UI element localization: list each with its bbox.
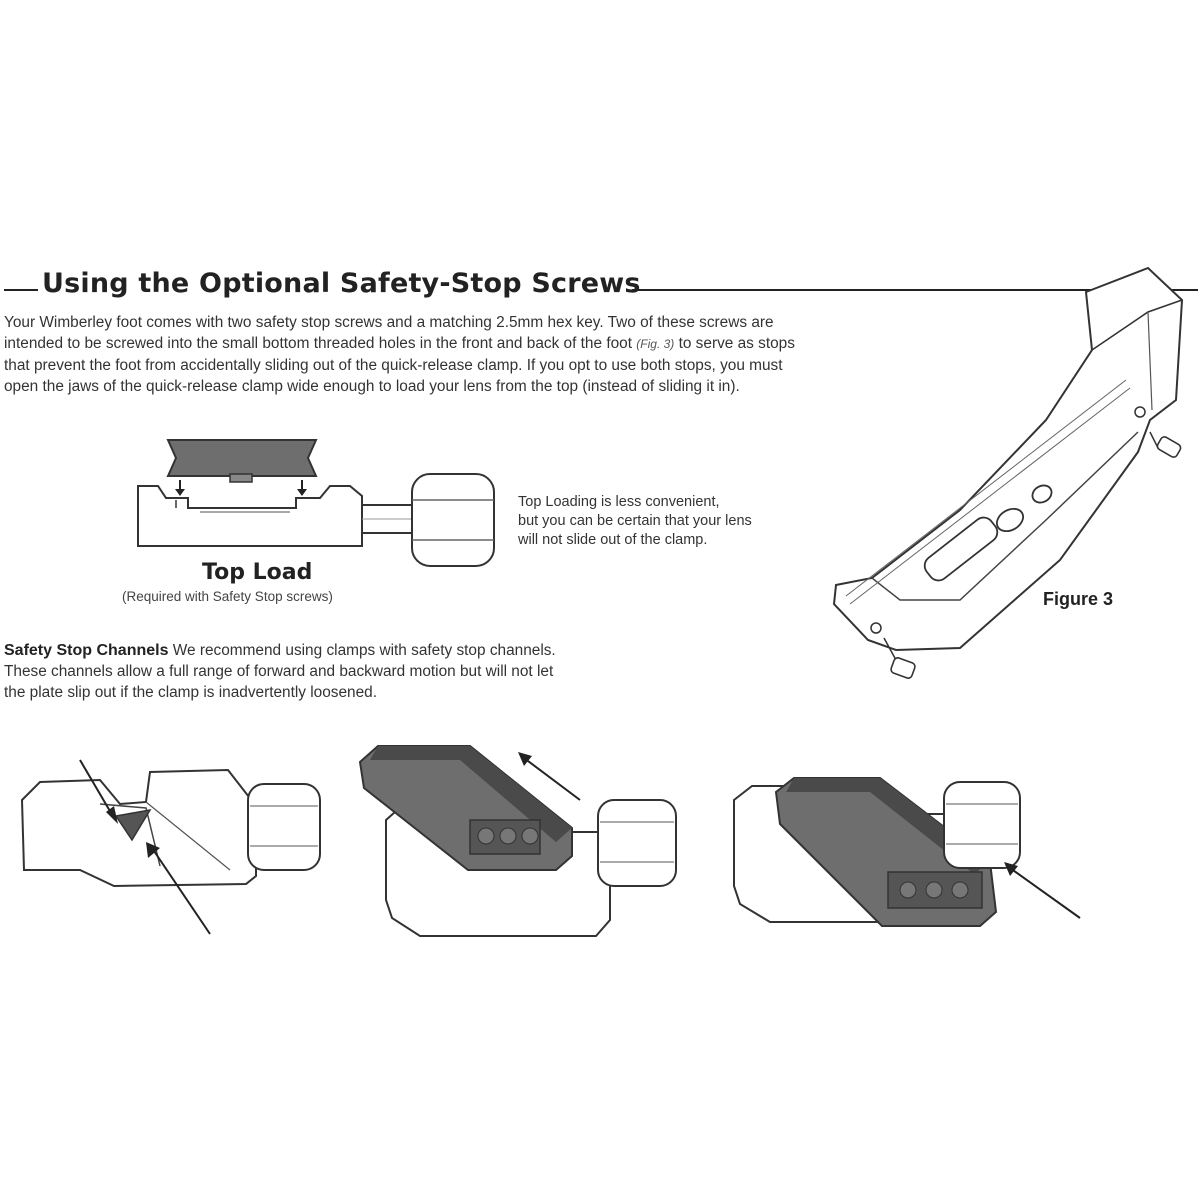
channels-line-3: the plate slip out if the clamp is inadv… <box>4 684 378 701</box>
note-line-2: but you can be certain that your lens <box>518 513 752 529</box>
channels-paragraph: Safety Stop Channels We recommend using … <box>4 640 556 703</box>
clamp-knob <box>411 473 495 567</box>
header-rule-right <box>632 289 1198 291</box>
figure-3-label: Figure 3 <box>1043 589 1114 609</box>
clamp-body <box>137 485 363 547</box>
seated-plate-clamp-drawing <box>733 777 1081 927</box>
channels-line-1-text: We recommend using clamps with safety st… <box>168 642 556 659</box>
intro-line-1: Your Wimberley foot comes with two safet… <box>4 314 774 331</box>
sliding-plate-clamp-drawing <box>358 745 677 937</box>
header-rule-left <box>4 289 38 291</box>
intro-line-4: open the jaws of the quick-release clamp… <box>4 378 740 395</box>
top-load-note: Top Loading is less convenient, but you … <box>518 493 752 550</box>
section-title: Using the Optional Safety-Stop Screws <box>42 268 641 299</box>
fig3-reference: (Fig. 3) <box>636 337 675 351</box>
channels-lead: Safety Stop Channels <box>4 642 169 659</box>
top-load-subcaption: (Required with Safety Stop screws) <box>122 589 333 604</box>
intro-line-2a: intended to be screwed into the small bo… <box>4 335 637 352</box>
intro-line-3: that prevent the foot from accidentally … <box>4 357 783 374</box>
lens-foot-shape <box>166 439 318 477</box>
intro-line-2b: to serve as stops <box>674 335 795 352</box>
intro-paragraph: Your Wimberley foot comes with two safet… <box>4 312 795 397</box>
empty-clamp-drawing <box>20 759 321 935</box>
foot-outline <box>832 266 1184 652</box>
note-line-3: will not slide out of the clamp. <box>518 532 708 548</box>
note-line-1: Top Loading is less convenient, <box>518 494 720 510</box>
top-load-caption: Top Load <box>202 560 313 585</box>
channels-line-1: Safety Stop Channels We recommend using … <box>4 640 556 661</box>
intro-line-2: intended to be screwed into the small bo… <box>4 333 795 355</box>
channels-line-2: These channels allow a full range of for… <box>4 663 554 680</box>
